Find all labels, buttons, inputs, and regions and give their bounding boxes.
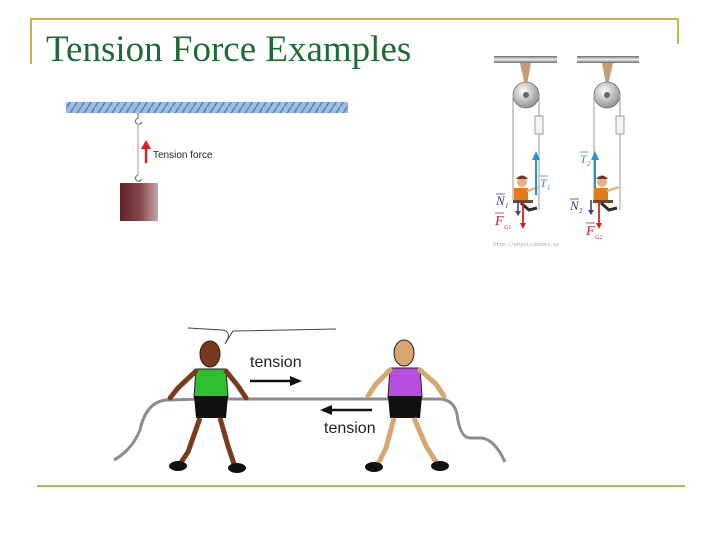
left-tension-symbol: T bbox=[540, 176, 548, 190]
hanging-mass-figure: Tension force bbox=[66, 102, 348, 221]
right-setup: T 2 N 2 F G2 bbox=[569, 56, 639, 241]
right-normal-symbol: N bbox=[569, 198, 580, 213]
left-gravity-subscript: G1 bbox=[504, 225, 511, 231]
right-gravity-arrow bbox=[596, 202, 602, 229]
tension-arrow-left bbox=[320, 405, 372, 415]
right-ceiling bbox=[577, 56, 639, 63]
left-spring-scale bbox=[534, 115, 544, 135]
ceiling-beam bbox=[66, 102, 348, 113]
left-person bbox=[167, 340, 249, 473]
right-normal-arrow bbox=[588, 200, 594, 215]
left-normal-symbol: N bbox=[495, 193, 506, 208]
right-tension-symbol: T bbox=[580, 152, 588, 166]
left-tension-arrow bbox=[532, 151, 540, 195]
ceiling-hook bbox=[134, 113, 143, 125]
right-gravity-subscript: G2 bbox=[595, 235, 602, 241]
tension-force-arrow bbox=[141, 140, 151, 163]
left-climber bbox=[513, 175, 540, 212]
right-normal-subscript: 2 bbox=[579, 207, 583, 215]
block-hook bbox=[134, 174, 143, 182]
tension-label-right: tension bbox=[250, 354, 302, 371]
right-pulley-bracket bbox=[602, 63, 613, 90]
left-normal-subscript: 1 bbox=[505, 202, 509, 210]
tension-label-left: tension bbox=[324, 420, 376, 437]
rope bbox=[113, 397, 507, 463]
footer-divider bbox=[37, 485, 685, 487]
right-gravity-symbol: F bbox=[585, 224, 595, 239]
right-tension-arrow bbox=[591, 151, 599, 188]
image-source-url: http://physicsbooks.ws bbox=[493, 242, 559, 248]
left-pulley-bracket bbox=[520, 63, 531, 90]
slide-title: Tension Force Examples bbox=[46, 29, 412, 70]
tension-arrow-right bbox=[250, 376, 302, 386]
title-frame-left-line bbox=[30, 18, 32, 64]
right-person bbox=[365, 339, 449, 472]
right-tension-subscript: 2 bbox=[587, 160, 591, 168]
left-gravity-arrow bbox=[520, 202, 526, 229]
tug-of-war-figure: tension tension bbox=[113, 327, 507, 473]
left-normal-arrow bbox=[515, 200, 521, 216]
pulley-climber-figure: T 1 N 1 F G1 bbox=[493, 56, 639, 248]
left-gravity-symbol: F bbox=[494, 214, 504, 229]
left-tension-subscript: 1 bbox=[547, 184, 551, 192]
left-setup: T 1 N 1 F G1 bbox=[494, 56, 557, 231]
title-frame-top-line bbox=[30, 18, 678, 20]
right-climber bbox=[593, 175, 620, 212]
hanging-block bbox=[120, 183, 158, 221]
speech-bubble bbox=[187, 327, 337, 345]
tension-force-label: Tension force bbox=[153, 150, 213, 161]
title-frame-right-line bbox=[677, 18, 679, 44]
left-ceiling bbox=[494, 56, 557, 63]
right-spring-scale bbox=[615, 115, 625, 135]
